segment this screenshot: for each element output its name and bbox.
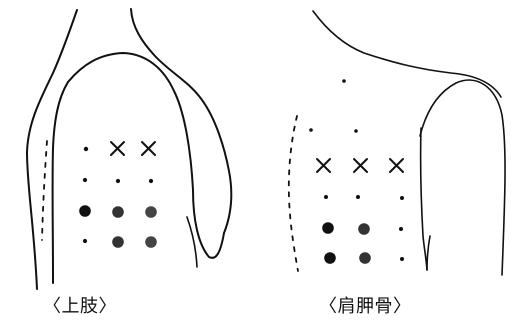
scapula-figure: [289, 11, 505, 275]
upper-limb-filled-dot: [145, 206, 157, 218]
upper-limb-filled-dot: [112, 236, 124, 248]
scapula-small-dot: [399, 227, 403, 231]
upper-limb-inner-left-contour: [53, 82, 68, 283]
scapula-small-dot: [356, 195, 360, 199]
upper-limb-cross-marker: [142, 142, 155, 155]
scapula-cross-marker: [354, 159, 367, 172]
upper-limb-filled-dot: [79, 205, 91, 217]
upper-limb-inner-back-contour: [68, 53, 224, 258]
scapula-small-dot: [354, 129, 358, 133]
scapula-small-dot: [309, 128, 313, 132]
upper-limb-figure: [27, 9, 231, 289]
scapula-lower-back-line: [427, 236, 430, 270]
scapula-label: 〈肩胛骨〉: [319, 292, 412, 318]
upper-limb-small-dots: [83, 147, 153, 243]
upper-limb-small-dot: [116, 179, 120, 183]
scapula-filled-dot: [322, 222, 334, 234]
upper-limb-small-dot: [84, 147, 88, 151]
upper-limb-filled-dot: [112, 206, 124, 218]
upper-limb-dashed-line: [42, 141, 47, 240]
upper-limb-small-dot: [83, 239, 87, 243]
upper-limb-label: 〈上肢〉: [43, 292, 117, 318]
scapula-small-dot: [342, 79, 346, 83]
upper-limb-filled-dot: [145, 236, 157, 248]
upper-limb-cross-marker: [111, 142, 124, 155]
scapula-dashed-spine: [289, 116, 298, 271]
scapula-cross-markers: [317, 159, 403, 172]
upper-limb-cross-markers: [111, 142, 155, 155]
scapula-small-dot: [400, 257, 404, 261]
scapula-cross-marker: [317, 159, 330, 172]
upper-limb-small-dot: [83, 178, 87, 182]
scapula-filled-dot: [358, 223, 370, 235]
scapula-filled-dots: [322, 222, 371, 264]
scapula-small-dot: [324, 195, 328, 199]
scapula-upper-arm-curve: [420, 80, 505, 275]
scapula-inner-arm-line: [421, 128, 427, 270]
scapula-filled-dot: [324, 252, 336, 264]
upper-limb-shoulder-ridge: [131, 9, 231, 233]
upper-limb-small-dot: [149, 179, 153, 183]
scapula-cross-marker: [390, 159, 403, 172]
scapula-neck-line: [313, 11, 501, 97]
scapula-small-dot: [400, 196, 404, 200]
scapula-filled-dot: [359, 252, 371, 264]
upper-limb-filled-dots: [79, 205, 157, 248]
